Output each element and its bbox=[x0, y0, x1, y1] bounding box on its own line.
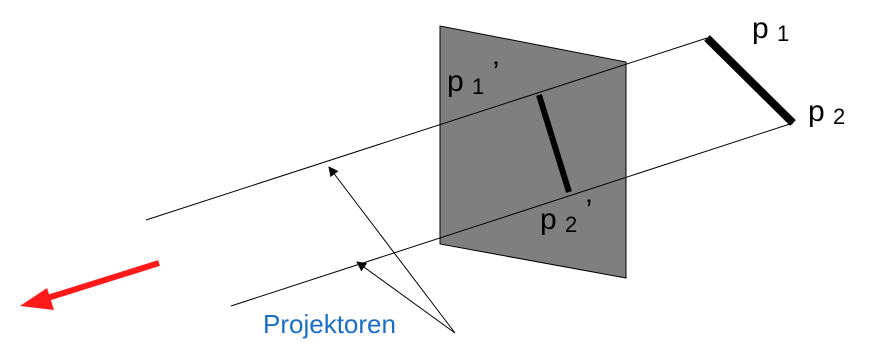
label-p1-base: p bbox=[752, 12, 769, 45]
projector-line-1 bbox=[145, 37, 708, 221]
label-p2-sub: 2 bbox=[833, 104, 845, 129]
projection-plane bbox=[439, 25, 627, 279]
annotation-arrow-1 bbox=[328, 166, 456, 334]
label-p1prime-base: p bbox=[447, 65, 464, 98]
segment-p1prime-p2prime bbox=[536, 94, 572, 193]
projection-direction-arrow-shaft bbox=[37, 260, 160, 304]
label-p1: p 1 bbox=[752, 12, 789, 46]
label-p2-base: p bbox=[808, 95, 825, 128]
label-p2prime-sub: 2 bbox=[565, 212, 577, 237]
label-p1prime: p 1 ’ bbox=[447, 56, 499, 101]
label-p1prime-mark: ’ bbox=[493, 56, 500, 89]
label-p2prime-mark: ’ bbox=[586, 194, 593, 227]
label-p2prime-base: p bbox=[540, 203, 557, 236]
label-p2prime: p 2 ’ bbox=[540, 194, 592, 239]
label-p2: p 2 bbox=[808, 95, 845, 129]
label-p1-sub: 1 bbox=[777, 21, 789, 46]
segment-p1-p2 bbox=[704, 35, 796, 126]
projection-direction-arrow-head bbox=[20, 288, 54, 310]
label-p1prime-sub: 1 bbox=[472, 74, 484, 99]
projectors-caption: Projektoren bbox=[263, 309, 396, 339]
projector-line-2 bbox=[230, 122, 794, 307]
annotation-arrow-2 bbox=[356, 261, 456, 334]
